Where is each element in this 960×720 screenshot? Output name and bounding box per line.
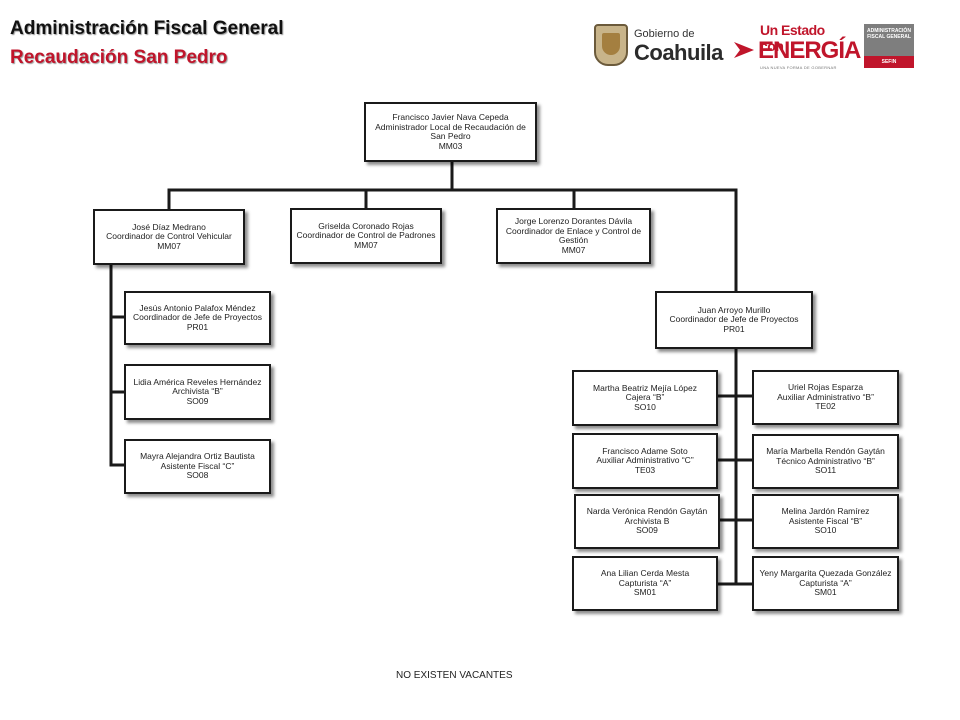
node-code: MM07 (354, 239, 378, 250)
node-name: María Marbella Rendón Gaytán (766, 446, 885, 457)
node-role: Asistente Fiscal “C” (160, 460, 235, 471)
org-node-yeny: Yeny Margarita Quezada González Capturis… (752, 556, 899, 611)
org-node-juan: Juan Arroyo Murillo Coordinador de Jefe … (655, 291, 813, 349)
node-role: Archivista B (624, 515, 670, 526)
node-name: Yeny Margarita Quezada González (759, 568, 892, 579)
node-code: SM01 (814, 587, 837, 598)
node-code: SO10 (814, 525, 837, 536)
node-code: TE03 (634, 464, 656, 475)
energia-logo: Un Estado con ENERGÍA UNA NUEVA FORMA DE… (730, 18, 861, 74)
node-role: Cajera “B” (625, 392, 665, 403)
node-role: Coordinador de Jefe de Proyectos (133, 312, 262, 323)
org-node-ana: Ana Lilian Cerda Mesta Capturista “A” SM… (572, 556, 718, 611)
node-code: MM07 (157, 240, 181, 251)
node-code: SO09 (636, 525, 658, 536)
afg-logo-text: ADMINISTRACIÓN FISCAL GENERAL (864, 28, 914, 40)
node-code: PR01 (723, 323, 745, 334)
node-code: SO08 (186, 470, 209, 481)
node-role: Coordinador de Control de Padrones (296, 230, 436, 241)
node-name: Mayra Alejandra Ortiz Bautista (140, 451, 255, 462)
node-name: Martha Beatriz Mejía López (593, 382, 697, 393)
node-code: SM01 (633, 587, 657, 598)
node-name: Ana Lilian Cerda Mesta (600, 568, 690, 579)
node-name: Jesús Antonio Palafox Méndez (139, 302, 256, 313)
node-role: Coordinador de Enlace y Control de Gesti… (505, 225, 642, 245)
org-node-mayra: Mayra Alejandra Ortiz Bautista Asistente… (124, 439, 271, 494)
node-name: José Díaz Medrano (132, 221, 206, 232)
node-role: Asistente Fiscal “B” (788, 515, 863, 526)
energia-logo-big-text: ENERGÍA (758, 37, 861, 64)
node-name: Francisco Javier Nava Cepeda (392, 112, 509, 122)
energia-logo-tagline: UNA NUEVA FORMA DE GOBERNAR (760, 65, 837, 70)
node-code: MM07 (561, 244, 586, 255)
vacancies-note: NO EXISTEN VACANTES (396, 670, 513, 681)
node-name: Lidia América Reveles Hernández (133, 376, 262, 387)
node-code: SO11 (814, 465, 837, 476)
page-subtitle: Recaudación San Pedro (10, 47, 228, 68)
node-name: Jorge Lorenzo Dorantes Dávila (514, 216, 633, 226)
org-node-coord-vehicular: José Díaz Medrano Coordinador de Control… (93, 209, 245, 265)
afg-logo: ADMINISTRACIÓN FISCAL GENERAL SEFIN (864, 24, 914, 68)
afg-logo-line2: FISCAL GENERAL (867, 34, 911, 40)
afg-logo-band: SEFIN (864, 56, 914, 68)
node-role: Coordinador de Jefe de Proyectos (669, 314, 799, 325)
energia-logo-top-text: Un Estado con (760, 22, 825, 54)
coahuila-shield-icon (594, 24, 628, 66)
node-role: Administrador Local de Recaudación de Sa… (375, 121, 526, 141)
org-node-coord-padrones: Griselda Coronado Rojas Coordinador de C… (290, 208, 442, 264)
node-code: SO09 (186, 395, 209, 406)
org-node-uriel: Uriel Rojas Esparza Auxiliar Administrat… (752, 370, 899, 425)
node-role: Técnico Administrativo “B” (776, 455, 875, 466)
node-role: Capturista “A” (799, 577, 852, 588)
node-role: Capturista “A” (618, 577, 672, 588)
coahuila-logo: Gobierno de Coahuila (590, 18, 723, 74)
afg-logo-sub: SEFIN (881, 59, 897, 65)
org-node-francisco-adame: Francisco Adame Soto Auxiliar Administra… (572, 433, 718, 489)
node-name: Francisco Adame Soto (602, 445, 688, 456)
node-name: Uriel Rojas Esparza (787, 382, 864, 393)
org-node-lidia: Lidia América Reveles Hernández Archivis… (124, 364, 271, 420)
node-role: Coordinador de Control Vehicular (106, 231, 232, 242)
node-code: TE02 (815, 401, 836, 412)
node-name: Juan Arroyo Murillo (697, 304, 771, 315)
node-code: PR01 (186, 321, 209, 332)
org-node-martha: Martha Beatriz Mejía López Cajera “B” SO… (572, 370, 718, 426)
node-name: Melina Jardón Ramírez (781, 506, 870, 517)
node-role: Auxiliar Administrativo “C” (596, 455, 694, 466)
org-node-maria: María Marbella Rendón Gaytán Técnico Adm… (752, 434, 899, 489)
org-node-coord-enlace: Jorge Lorenzo Dorantes Dávila Coordinado… (496, 208, 651, 264)
header-logos: Gobierno de Coahuila Un Estado con ENERG… (590, 18, 920, 74)
coahuila-logo-small-text: Gobierno de (634, 28, 695, 40)
org-node-admin: Francisco Javier Nava Cepeda Administrad… (364, 102, 537, 162)
node-role: Auxiliar Administrativo “B” (777, 391, 874, 402)
node-name: Narda Verónica Rendón Gaytán (586, 506, 708, 517)
org-node-melina: Melina Jardón Ramírez Asistente Fiscal “… (752, 494, 899, 549)
node-role: Archivista “B” (172, 386, 223, 397)
coahuila-logo-big-text: Coahuila (634, 40, 723, 65)
energia-swoosh-icon (734, 42, 754, 58)
org-node-narda: Narda Verónica Rendón Gaytán Archivista … (574, 494, 720, 549)
org-node-jesus: Jesús Antonio Palafox Méndez Coordinador… (124, 291, 271, 345)
node-code: MM03 (438, 140, 463, 151)
node-code: SO10 (634, 401, 656, 412)
node-name: Griselda Coronado Rojas (318, 220, 414, 231)
afg-logo-line1: ADMINISTRACIÓN (867, 28, 911, 34)
page-title: Administración Fiscal General (10, 18, 284, 39)
